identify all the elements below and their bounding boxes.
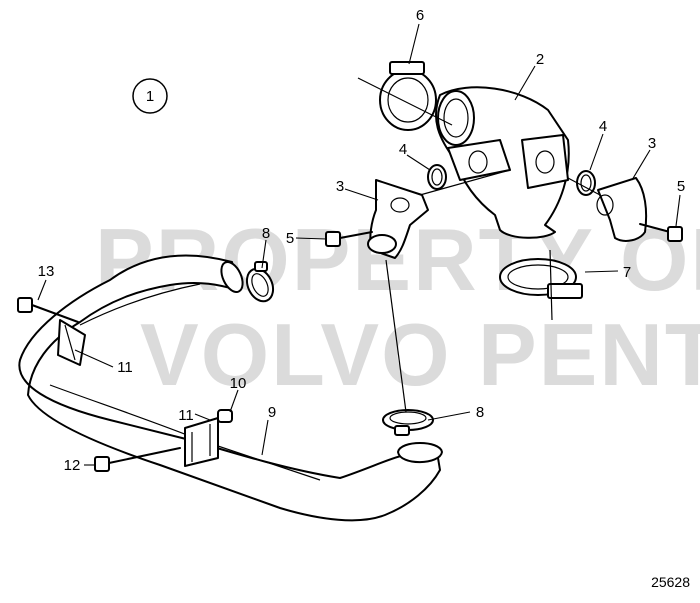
o-ring-4-right (576, 170, 596, 196)
elbow-3-right (596, 177, 648, 242)
callout-12: 12 (64, 457, 81, 474)
callout-5-left: 5 (286, 230, 294, 247)
callout-10: 10 (230, 375, 247, 392)
leader-lines (37, 23, 681, 466)
view-marker: 1 (132, 78, 168, 114)
watermark-line2: VOLVO PENTA (140, 305, 700, 404)
callout-3-right: 3 (648, 135, 656, 152)
callout-11-lower: 11 (178, 407, 194, 424)
pipe-part-9 (18, 254, 443, 522)
v-band-clamp-6 (379, 61, 437, 131)
callout-7: 7 (623, 264, 631, 281)
callout-8-lower: 8 (476, 404, 484, 421)
callout-11-left: 11 (117, 359, 133, 376)
elbow-3-left (367, 179, 429, 259)
callout-2: 2 (536, 51, 544, 68)
v-band-clamp-7 (499, 258, 583, 299)
callouts: 6 2 3 4 4 3 5 5 8 7 13 11 10 11 8 9 12 (38, 7, 686, 474)
bracket-11-left (57, 319, 86, 366)
callout-3-left: 3 (336, 178, 344, 195)
nut-10 (217, 409, 233, 423)
callout-8-upper: 8 (262, 225, 270, 242)
figure-number: 25628 (651, 574, 690, 590)
callout-5-right: 5 (677, 178, 685, 195)
hose-clamp-8-upper (245, 261, 275, 303)
callout-4-right: 4 (599, 118, 607, 135)
bolt-12 (94, 447, 181, 472)
hose-clamp-8-lower (382, 409, 434, 436)
o-ring-4-left (427, 164, 447, 190)
view-marker-label: 1 (146, 88, 154, 105)
callout-6: 6 (416, 7, 424, 24)
callout-13: 13 (38, 263, 55, 280)
callout-4-left: 4 (399, 141, 407, 158)
bolt-5-right (639, 223, 683, 242)
bracket-11-lower (184, 417, 219, 467)
bolt-13 (17, 297, 79, 323)
assembly-lines (357, 77, 601, 413)
callout-9: 9 (268, 404, 276, 421)
exhaust-elbow-2 (435, 86, 570, 239)
